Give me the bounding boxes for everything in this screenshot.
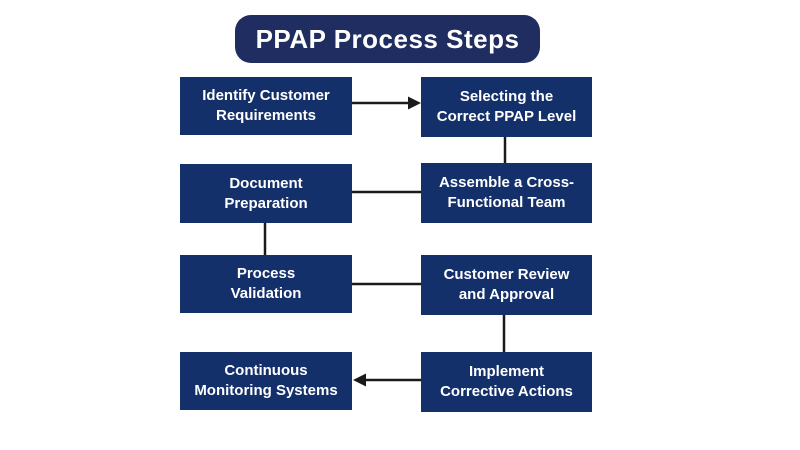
connector-arrow-left: [353, 373, 421, 387]
node-identify-customer-requirements: Identify Customer Requirements: [180, 77, 352, 135]
node-label-line: Assemble a Cross-: [438, 174, 575, 191]
node-continuous-monitoring-systems: Continuous Monitoring Systems: [180, 352, 352, 410]
node-label-line: Customer Review: [443, 266, 570, 283]
node-label-line: Document: [229, 174, 303, 192]
node-label-line: Corrective Actions: [440, 383, 573, 400]
arrowhead-right-icon: [408, 96, 421, 110]
node-label-line: Identify Customer: [202, 87, 330, 104]
node-assemble-cross-functional-team: Assemble a Cross- Functional Team: [421, 163, 592, 223]
node-selecting-correct-ppap-level: Selecting the Correct PPAP Level: [421, 77, 592, 137]
node-label-line: Process: [236, 265, 296, 282]
node-document-preparation: Document Preparation: [180, 164, 352, 223]
node-label-line: Continuous: [224, 362, 308, 379]
diagram-title: PPAP Process Steps: [235, 15, 540, 63]
node-label-line: Implement: [468, 363, 544, 380]
node-label-line: Selecting the: [459, 88, 554, 105]
node-label-line: Requirements: [215, 107, 317, 124]
node-label-line: Validation: [230, 285, 302, 302]
node-label-line: Preparation: [224, 194, 308, 212]
node-label-line: Monitoring Systems: [194, 382, 338, 399]
node-process-validation: Process Validation: [180, 255, 352, 313]
connector-arrow-right: [352, 96, 421, 110]
node-customer-review-and-approval: Customer Review and Approval: [421, 255, 592, 315]
node-implement-corrective-actions: Implement Corrective Actions: [421, 352, 592, 412]
node-label-line: and Approval: [458, 286, 555, 303]
node-label-line: Functional Team: [447, 194, 566, 211]
arrowhead-left-icon: [353, 373, 366, 387]
node-label-line: Correct PPAP Level: [436, 108, 577, 125]
